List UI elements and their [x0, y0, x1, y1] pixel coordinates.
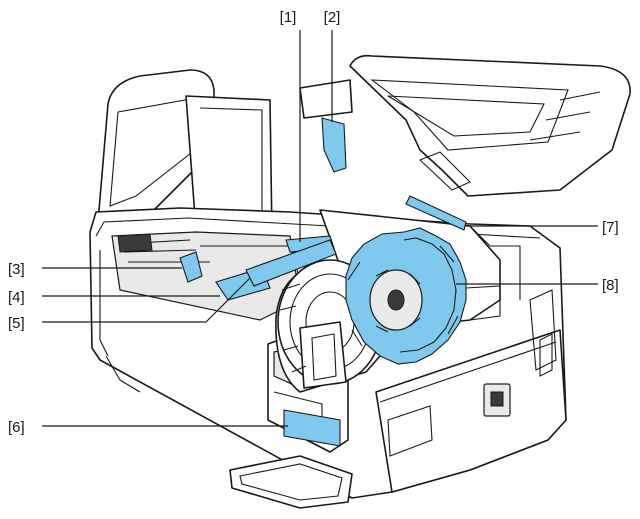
highlighted-parts [179, 117, 467, 447]
callout-labels: [1] [2] [3] [4] [5] [6] [7] [8] [8, 9, 619, 436]
callout-label-2: [2] [324, 9, 341, 26]
right-top-cover [299, 54, 631, 197]
callout-label-4: [4] [8, 289, 25, 306]
leader-lines [42, 30, 598, 427]
leader-5 [42, 277, 251, 323]
media-roll [345, 227, 467, 365]
callout-label-6: [6] [8, 419, 25, 436]
callout-label-3: [3] [8, 261, 25, 278]
callout-label-5: [5] [8, 315, 25, 332]
callout-label-7: [7] [602, 219, 619, 236]
part-3-guide [179, 251, 203, 283]
part-6-plate [283, 409, 341, 447]
part-7-rod [405, 195, 467, 231]
callout-label-8: [8] [602, 277, 619, 294]
left-top-cover [97, 69, 273, 237]
part-5-bar [245, 239, 337, 287]
part-2-lever [321, 117, 347, 173]
callout-label-1: [1] [280, 9, 297, 26]
